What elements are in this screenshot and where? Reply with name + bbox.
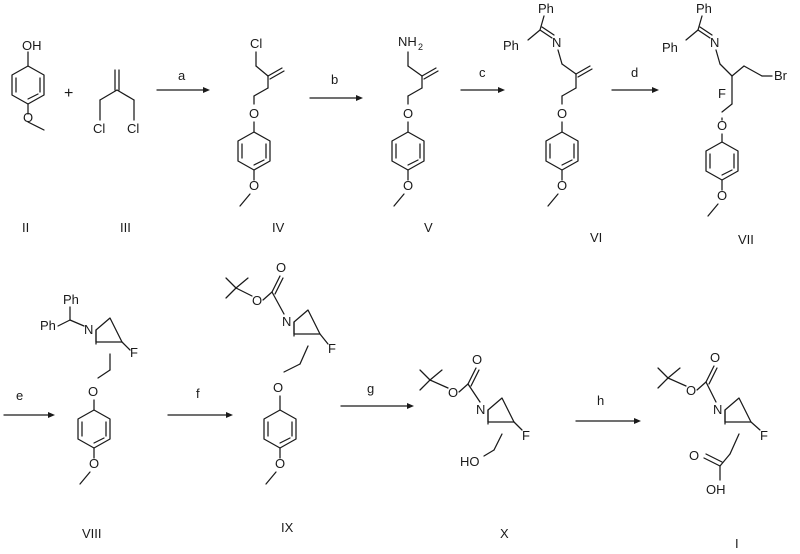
atom-Ph: Ph (40, 318, 56, 333)
plus-sign: + (64, 85, 73, 102)
label-VII: VII (738, 232, 754, 247)
atom-NH2: NH (398, 34, 417, 49)
atom-Ph: Ph (662, 40, 678, 55)
arrow-d: d (611, 65, 659, 93)
label-I: I (735, 536, 739, 551)
atom-O: O (275, 456, 285, 471)
step-b-label: b (331, 72, 338, 87)
atom-F: F (130, 345, 138, 360)
atom-Cl: Cl (127, 121, 139, 136)
atom-O: O (273, 380, 283, 395)
compound-VI: Ph Ph N O O (503, 1, 593, 207)
compound-VII: Ph Ph N Br F O O (662, 1, 788, 217)
atom-O: O (717, 118, 727, 133)
label-II: II (22, 220, 29, 235)
atom-Cl: Cl (250, 36, 262, 51)
atom-O: O (23, 110, 33, 125)
atom-F: F (718, 86, 726, 101)
label-X: X (500, 526, 509, 541)
compound-II: OH O (11, 38, 45, 131)
atom-O: O (448, 385, 458, 400)
step-a-label: a (178, 68, 186, 83)
arrow-h: h (575, 393, 641, 424)
atom-subscript-2: 2 (418, 42, 423, 52)
compound-VIII: Ph Ph N F O O (40, 292, 138, 485)
arrow-g: g (340, 381, 414, 409)
step-h-label: h (597, 393, 604, 408)
atom-HO: HO (460, 454, 480, 469)
atom-O: O (557, 106, 567, 121)
atom-Ph: Ph (63, 292, 79, 307)
label-IX: IX (281, 520, 294, 535)
step-g-label: g (367, 381, 374, 396)
atom-N: N (84, 322, 93, 337)
atom-N: N (552, 35, 561, 50)
atom-O: O (403, 178, 413, 193)
atom-F: F (760, 428, 768, 443)
arrow-a: a (156, 68, 210, 93)
arrow-b: b (309, 72, 363, 101)
step-e-label: e (16, 388, 23, 403)
atom-Ph: Ph (503, 38, 519, 53)
atom-N: N (713, 402, 722, 417)
atom-O: O (249, 106, 259, 121)
step-c-label: c (479, 65, 486, 80)
compound-X: O O N F HO (419, 352, 530, 469)
atom-O: O (88, 384, 98, 399)
atom-F: F (328, 341, 336, 356)
atom-O: O (403, 106, 413, 121)
atom-O: O (472, 352, 482, 367)
atom-O: O (276, 260, 286, 275)
label-VI: VI (590, 230, 602, 245)
atom-O: O (717, 188, 727, 203)
label-III: III (120, 220, 131, 235)
atom-O: O (252, 293, 262, 308)
compound-III: Cl Cl (93, 69, 139, 136)
atom-Ph: Ph (538, 1, 554, 16)
atom-N: N (282, 314, 291, 329)
atom-N: N (710, 35, 719, 50)
atom-N: N (476, 402, 485, 417)
label-IV: IV (272, 220, 285, 235)
atom-Ph: Ph (696, 1, 712, 16)
atom-OH: OH (22, 38, 42, 53)
atom-O: O (686, 383, 696, 398)
step-d-label: d (631, 65, 638, 80)
atom-O: O (689, 448, 699, 463)
label-V: V (424, 220, 433, 235)
atom-OH: OH (706, 482, 726, 497)
arrow-e: e (3, 388, 55, 418)
compound-I: O O N F O OH (657, 350, 768, 497)
atom-O: O (710, 350, 720, 365)
atom-Br: Br (774, 68, 788, 83)
atom-Cl: Cl (93, 121, 105, 136)
step-f-label: f (196, 386, 200, 401)
arrow-f: f (167, 386, 233, 418)
label-VIII: VIII (82, 526, 102, 541)
atom-O: O (557, 178, 567, 193)
compound-IX: O O N F O O (225, 260, 336, 485)
atom-O: O (249, 178, 259, 193)
atom-O: O (89, 456, 99, 471)
atom-F: F (522, 428, 530, 443)
compound-IV: Cl O O (237, 36, 285, 207)
arrow-c: c (460, 65, 505, 93)
compound-V: NH 2 O O (391, 34, 439, 207)
